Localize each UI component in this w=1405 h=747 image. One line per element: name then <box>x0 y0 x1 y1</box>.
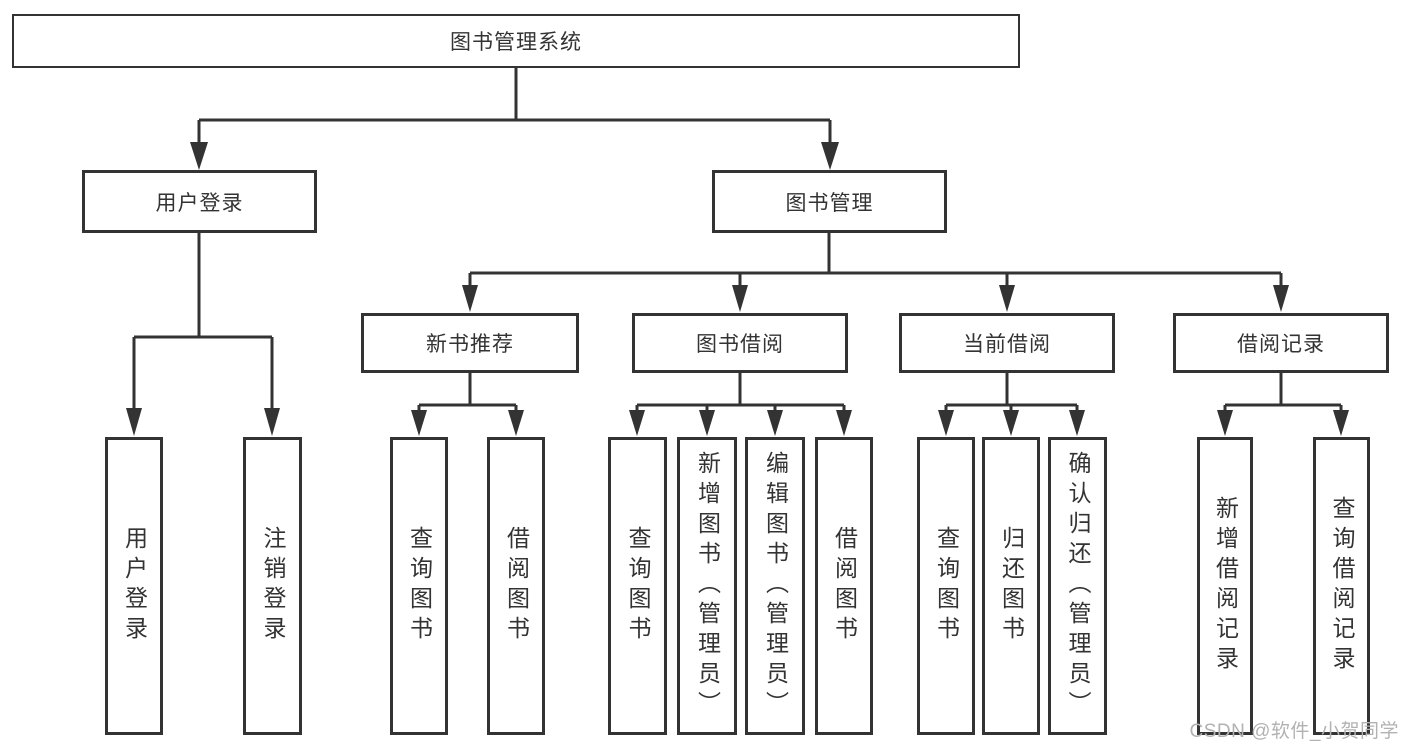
node-label: 注销登录 <box>260 526 286 646</box>
node-label: 查询图书 <box>933 526 960 646</box>
node-label: 确认归还（管理员） <box>1065 451 1091 721</box>
node-label: 图书管理 <box>785 191 874 215</box>
leaf-confirm-return-admin: 确认归还（管理员） <box>1048 437 1107 735</box>
node-library-management-system: 图书管理系统 <box>12 14 1020 68</box>
leaf-borrow-books: 借阅图书 <box>815 437 873 735</box>
node-new-book-recommendation: 新书推荐 <box>361 313 579 373</box>
node-borrowing-records: 借阅记录 <box>1173 313 1389 373</box>
node-label: 借阅记录 <box>1237 333 1325 356</box>
node-current-borrowing: 当前借阅 <box>899 313 1115 373</box>
node-label: 新增借阅记录 <box>1212 496 1239 676</box>
leaf-user-login: 用户登录 <box>105 437 163 735</box>
node-label: 当前借阅 <box>963 333 1051 356</box>
node-label: 归还图书 <box>998 526 1025 646</box>
leaf-add-borrow-record: 新增借阅记录 <box>1197 437 1253 735</box>
node-label: 图书管理系统 <box>450 31 582 54</box>
leaf-query-borrow-record: 查询借阅记录 <box>1313 437 1370 735</box>
node-label: 借阅图书 <box>831 526 858 646</box>
leaf-return-book: 归还图书 <box>982 437 1040 735</box>
node-label: 用户登录 <box>121 526 148 646</box>
arrowheads <box>126 142 1349 436</box>
node-label: 查询图书 <box>625 526 651 646</box>
node-label: 图书借阅 <box>696 333 784 356</box>
leaf-logout: 注销登录 <box>243 437 302 735</box>
leaf-query-books-current: 查询图书 <box>917 437 975 735</box>
leaf-add-book-admin: 新增图书（管理员） <box>677 437 737 735</box>
leaf-borrow-books-recommend: 借阅图书 <box>487 437 545 735</box>
node-user-login-branch: 用户登录 <box>82 170 317 233</box>
leaf-query-books-recommend: 查询图书 <box>390 437 448 735</box>
node-book-borrowing: 图书借阅 <box>632 313 848 373</box>
node-label: 查询图书 <box>406 526 433 646</box>
leaf-edit-book-admin: 编辑图书（管理员） <box>745 437 805 735</box>
node-label: 新增图书（管理员） <box>694 451 721 721</box>
node-label: 借阅图书 <box>503 526 530 646</box>
leaf-query-books-borrow: 查询图书 <box>608 437 667 735</box>
node-label: 编辑图书（管理员） <box>762 451 789 721</box>
node-book-management-branch: 图书管理 <box>712 170 947 233</box>
node-label: 新书推荐 <box>426 333 514 356</box>
node-label: 查询借阅记录 <box>1329 496 1355 676</box>
node-label: 用户登录 <box>155 191 244 215</box>
csdn-watermark: CSDN @软件_小贺同学 <box>1189 721 1399 742</box>
